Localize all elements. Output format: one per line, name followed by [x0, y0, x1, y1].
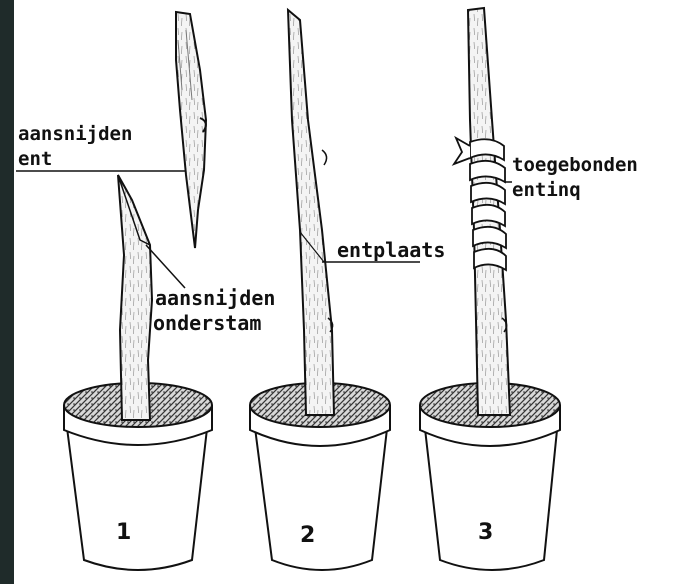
pot-1 — [64, 175, 212, 570]
label-aansnijden-onderstam-line1: aansnijden — [155, 287, 275, 309]
label-aansnijden-onderstam-line2: onderstam — [153, 312, 261, 334]
pot-number-3: 3 — [478, 520, 493, 545]
scion-cutting-icon — [176, 12, 206, 248]
pot-number-1: 1 — [116, 520, 131, 545]
label-aansnijden-ent-line1: aansnijden — [18, 123, 132, 145]
label-aansnijden-ent-line2: ent — [18, 148, 52, 170]
label-toegebonden-enting-line2: entinq — [512, 179, 581, 201]
pot-number-2: 2 — [300, 523, 315, 548]
pot-3 — [420, 8, 560, 570]
label-entplaats: entplaats — [337, 239, 445, 261]
rootstock-1-icon — [118, 175, 152, 420]
grafted-stem-2-icon — [288, 10, 334, 415]
pot-2 — [250, 10, 420, 570]
label-toegebonden-enting-line1: toegebonden — [512, 154, 638, 176]
